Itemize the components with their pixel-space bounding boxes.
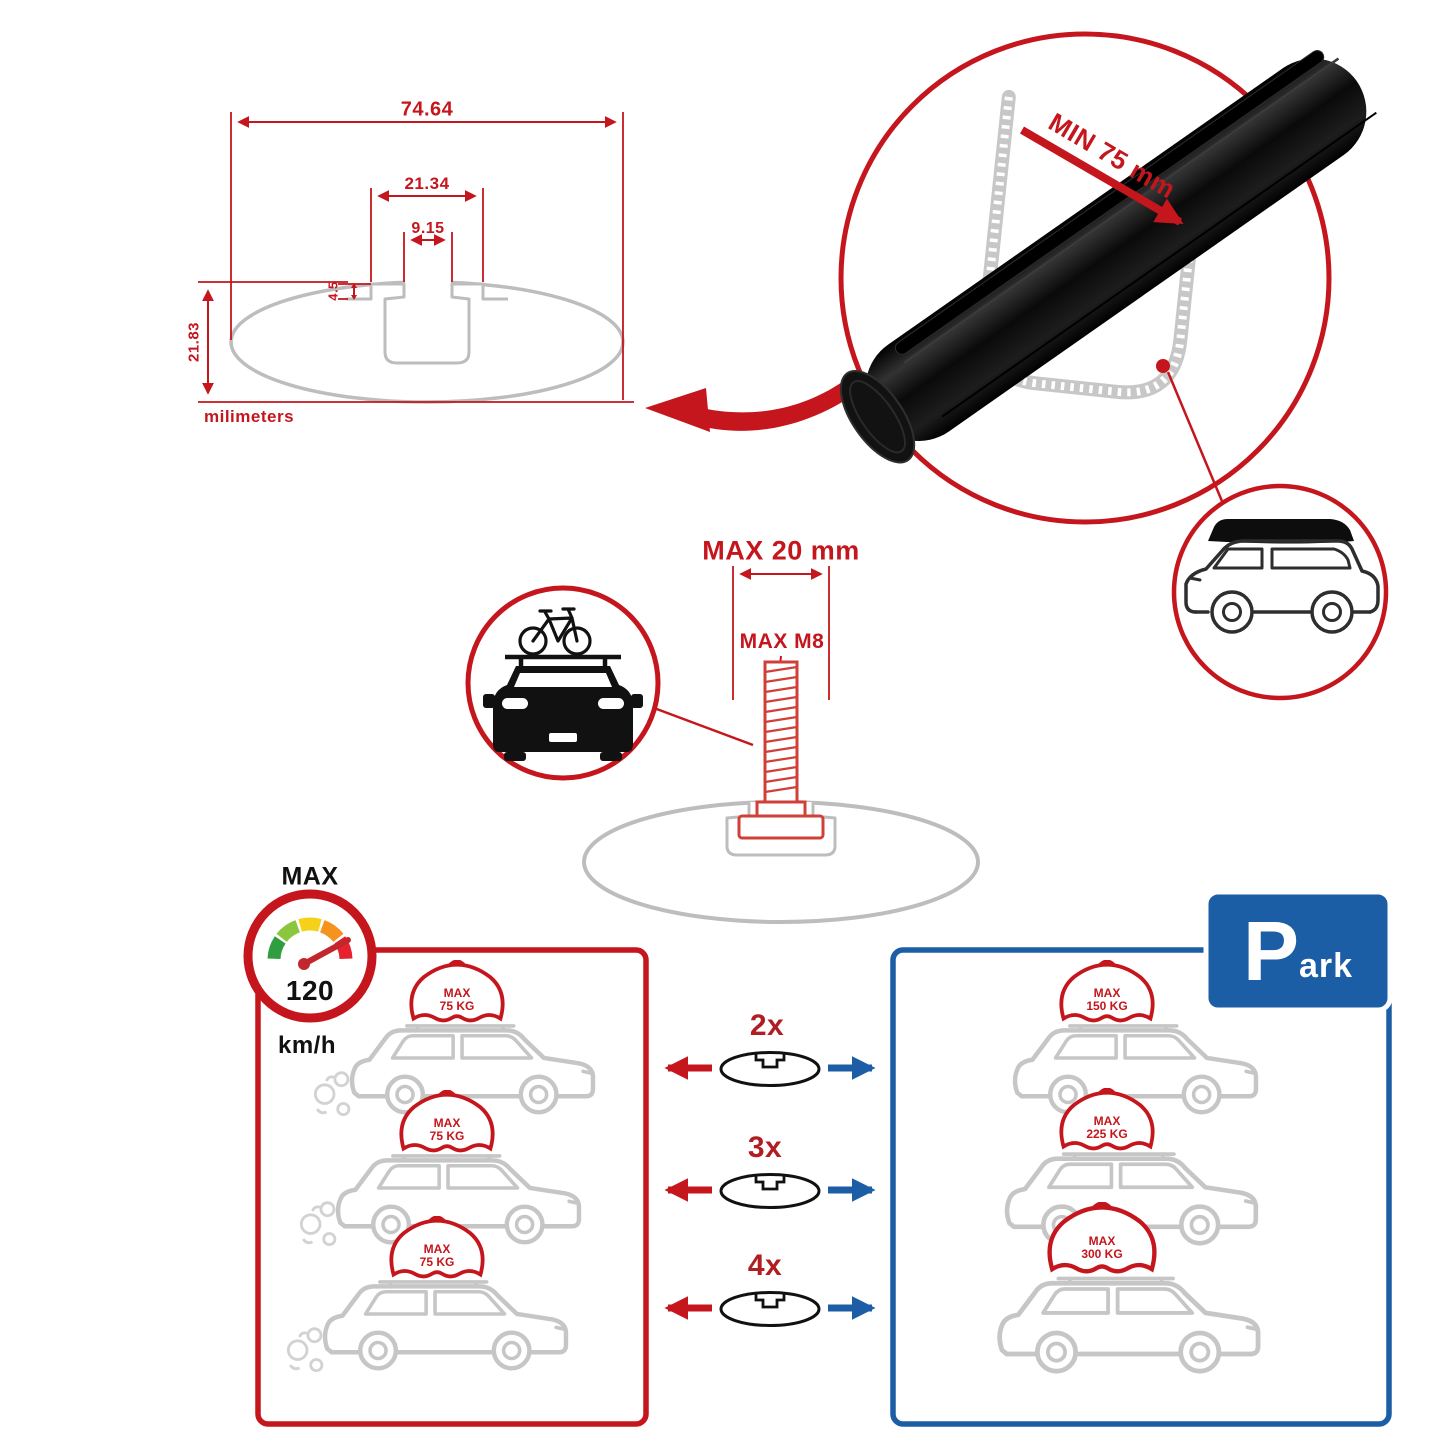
dim-total-width-label: 74.64 bbox=[400, 98, 454, 121]
park-sign bbox=[1203, 889, 1393, 1013]
dim-total-height bbox=[198, 281, 634, 403]
dim-channel-width-label: 21.34 bbox=[404, 174, 450, 193]
load-max: MAX bbox=[1088, 1234, 1116, 1248]
multiplier-3x: 3x bbox=[747, 1131, 783, 1164]
multiplier-4x: 4x bbox=[747, 1249, 783, 1282]
suv-outline bbox=[1015, 1026, 1256, 1112]
driving-load-label: MAX 75 KG bbox=[420, 1243, 455, 1269]
load-max: MAX bbox=[443, 986, 471, 1000]
dim-total-width bbox=[230, 112, 624, 400]
multiplier-row bbox=[664, 1173, 876, 1209]
load-kg: 300 KG bbox=[1081, 1247, 1123, 1261]
driving-load-label: MAX 75 KG bbox=[430, 1117, 465, 1143]
puffs-icon bbox=[286, 1327, 324, 1373]
load-kg: 75 KG bbox=[419, 1255, 455, 1269]
speed-unit: km/h bbox=[277, 1032, 337, 1059]
park-suffix: ark bbox=[1298, 946, 1354, 985]
multiplier-row bbox=[664, 1051, 876, 1087]
dim-channel-width bbox=[370, 188, 484, 282]
crossbar-profile-icon bbox=[719, 1051, 821, 1087]
load-kg: 225 KG bbox=[1086, 1127, 1128, 1141]
driving-load-label: MAX 75 KG bbox=[440, 987, 475, 1013]
max-thread-label: MAX M8 bbox=[739, 630, 825, 653]
load-kg: 75 KG bbox=[439, 999, 475, 1013]
t-bolt bbox=[737, 660, 825, 840]
load-max: MAX bbox=[1093, 986, 1121, 1000]
driving-box bbox=[255, 947, 649, 1427]
car-front-detail bbox=[465, 585, 661, 781]
min-clamp-arrow bbox=[1019, 126, 1184, 226]
speed-value: 120 bbox=[285, 975, 335, 1006]
puffs-icon bbox=[299, 1201, 337, 1247]
callout-dot bbox=[1156, 359, 1170, 373]
suv-outline bbox=[325, 1282, 566, 1368]
dim-slot-depth bbox=[338, 283, 371, 300]
dim-slot-width-label: 9.15 bbox=[411, 220, 445, 237]
puffs-icon bbox=[313, 1071, 351, 1117]
suv-body bbox=[1184, 539, 1380, 614]
dim-total-height-label: 21.83 bbox=[185, 321, 203, 363]
parked-box bbox=[890, 947, 1392, 1427]
cross-section-diagram bbox=[198, 112, 858, 432]
suv-outline bbox=[352, 1026, 593, 1112]
crossbar-profile-icon bbox=[719, 1173, 821, 1209]
parked-load-label: MAX 300 KG bbox=[1081, 1235, 1122, 1261]
callout-line bbox=[1166, 371, 1226, 507]
load-max: MAX bbox=[1093, 1114, 1121, 1128]
speedometer-icon bbox=[243, 889, 377, 1023]
multiplier-2x: 2x bbox=[749, 1009, 785, 1042]
roof-box bbox=[1208, 519, 1354, 544]
circle-leader bbox=[653, 706, 754, 747]
car-front-body bbox=[493, 666, 633, 752]
load-kg: 75 KG bbox=[429, 1129, 465, 1143]
crossbar-end-face bbox=[839, 369, 916, 464]
bolt-detail-section bbox=[465, 566, 980, 924]
car-roofbox-detail bbox=[1171, 483, 1389, 701]
suv-outline bbox=[1000, 1279, 1258, 1372]
max-bolt-length-label: MAX 20 mm bbox=[702, 535, 860, 566]
park-letter: P bbox=[1242, 904, 1299, 998]
crossbar-3d bbox=[839, 49, 1377, 464]
load-max: MAX bbox=[423, 1242, 451, 1256]
dim-slot-width bbox=[403, 232, 453, 282]
dim-bolt-length bbox=[732, 566, 830, 700]
capacity-section bbox=[243, 889, 1393, 1427]
bar-render-detail bbox=[838, 31, 1389, 701]
load-max: MAX bbox=[433, 1116, 461, 1130]
parked-load-label: MAX 225 KG bbox=[1086, 1115, 1127, 1141]
units-label: milimeters bbox=[203, 407, 295, 426]
crossbar-profile-icon bbox=[719, 1291, 821, 1327]
dim-slot-depth-label: 4.5 bbox=[325, 281, 341, 301]
bar-profile-channel bbox=[346, 282, 508, 365]
speed-max-label: MAX bbox=[281, 862, 339, 891]
load-kg: 150 KG bbox=[1086, 999, 1128, 1013]
bike-icon bbox=[518, 607, 592, 656]
parked-load-label: MAX 150 KG bbox=[1086, 987, 1127, 1013]
zoom-arrow bbox=[645, 378, 858, 432]
multiplier-row bbox=[664, 1291, 876, 1327]
